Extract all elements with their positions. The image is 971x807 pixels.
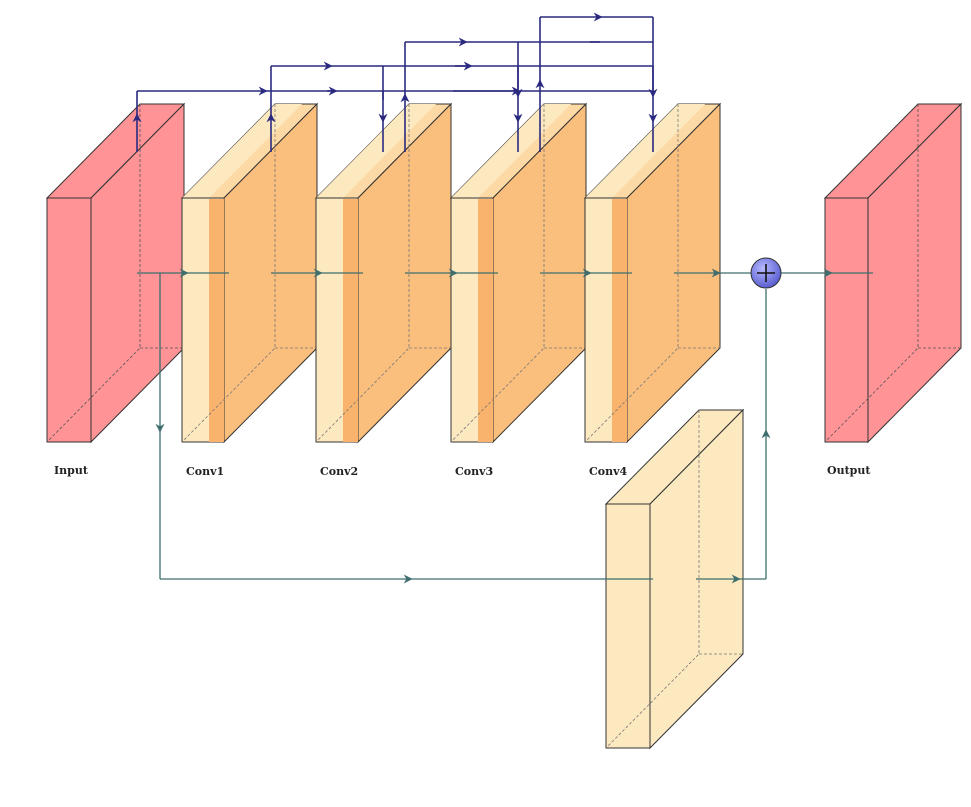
circle-plus-icon	[757, 264, 775, 282]
label-conv3: Conv3	[455, 465, 493, 478]
label-input: Input	[54, 464, 89, 477]
shortcut-path-arrows	[155, 273, 771, 584]
label-conv4: Conv4	[589, 465, 627, 478]
output-block	[823, 102, 963, 444]
conv1-block	[180, 102, 319, 444]
label-conv2: Conv2	[320, 465, 358, 478]
label-conv1: Conv1	[186, 465, 224, 478]
label-output: Output	[827, 464, 871, 477]
add-node	[750, 257, 782, 289]
dense-connection-arrows	[132, 12, 658, 152]
conv3-block	[449, 102, 588, 444]
